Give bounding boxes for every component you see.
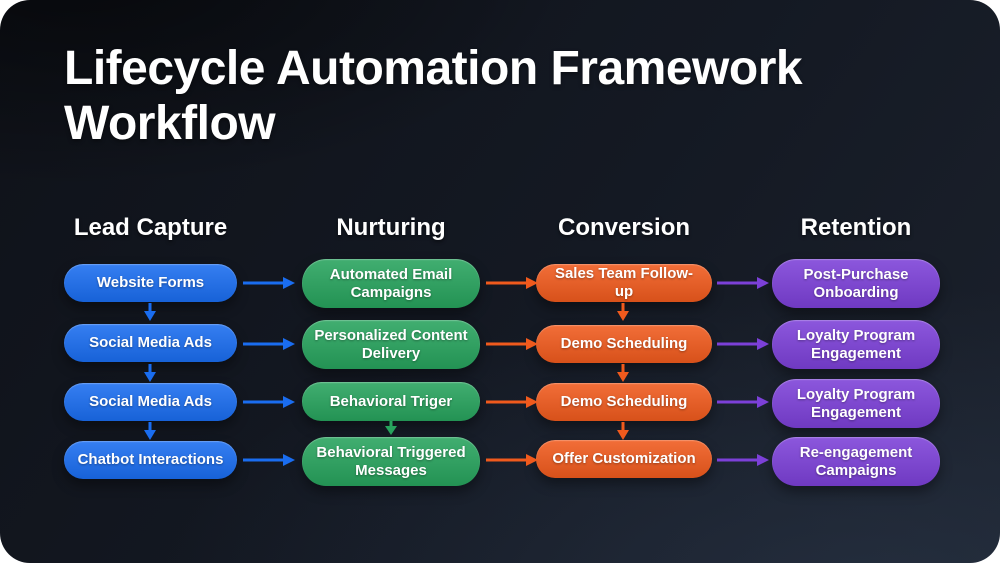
node-conversion-row2: Demo Scheduling: [536, 325, 712, 363]
arrow-right-icon: [716, 276, 770, 290]
arrow-down-icon: [142, 422, 158, 441]
arrow-down-icon: [615, 364, 631, 383]
arrow-down-icon: [142, 364, 158, 383]
node-nurturing-row1: Automated Email Campaigns: [302, 259, 480, 308]
node-retention-row3: Loyalty Program Engagement: [772, 379, 940, 428]
arrow-right-icon: [242, 337, 296, 351]
node-nurturing-row3: Behavioral Triger: [302, 382, 480, 421]
node-lead-capture-row1: Website Forms: [64, 264, 237, 302]
page-title: Lifecycle Automation Framework Workflow: [64, 42, 803, 150]
node-conversion-row3: Demo Scheduling: [536, 383, 712, 421]
arrow-right-icon: [716, 395, 770, 409]
arrow-down-icon: [383, 421, 399, 436]
arrow-right-icon: [485, 395, 539, 409]
node-retention-row1: Post-Purchase Onboarding: [772, 259, 940, 308]
node-retention-row2: Loyalty Program Engagement: [772, 320, 940, 369]
node-nurturing-row4: Behavioral Triggered Messages: [302, 437, 480, 486]
arrow-right-icon: [485, 276, 539, 290]
column-header-retention: Retention: [800, 214, 912, 241]
node-retention-row4: Re-engagement Campaigns: [772, 437, 940, 486]
node-nurturing-row2: Personalized Content Delivery: [302, 320, 480, 369]
arrow-right-icon: [716, 337, 770, 351]
arrow-down-icon: [615, 422, 631, 441]
column-header-conversion: Conversion: [557, 214, 691, 241]
node-lead-capture-row2: Social Media Ads: [64, 324, 237, 362]
arrow-right-icon: [716, 453, 770, 467]
arrow-right-icon: [242, 453, 296, 467]
column-header-lead-capture: Lead Capture: [73, 214, 228, 241]
arrow-right-icon: [242, 395, 296, 409]
node-conversion-row4: Offer Customization: [536, 440, 712, 478]
node-conversion-row1: Sales Team Follow-up: [536, 264, 712, 302]
node-lead-capture-row4: Chatbot Interactions: [64, 441, 237, 479]
column-header-nurturing: Nurturing: [336, 214, 446, 241]
arrow-right-icon: [242, 276, 296, 290]
arrow-right-icon: [485, 453, 539, 467]
arrow-down-icon: [615, 303, 631, 322]
node-lead-capture-row3: Social Media Ads: [64, 383, 237, 421]
arrow-right-icon: [485, 337, 539, 351]
arrow-down-icon: [142, 303, 158, 322]
